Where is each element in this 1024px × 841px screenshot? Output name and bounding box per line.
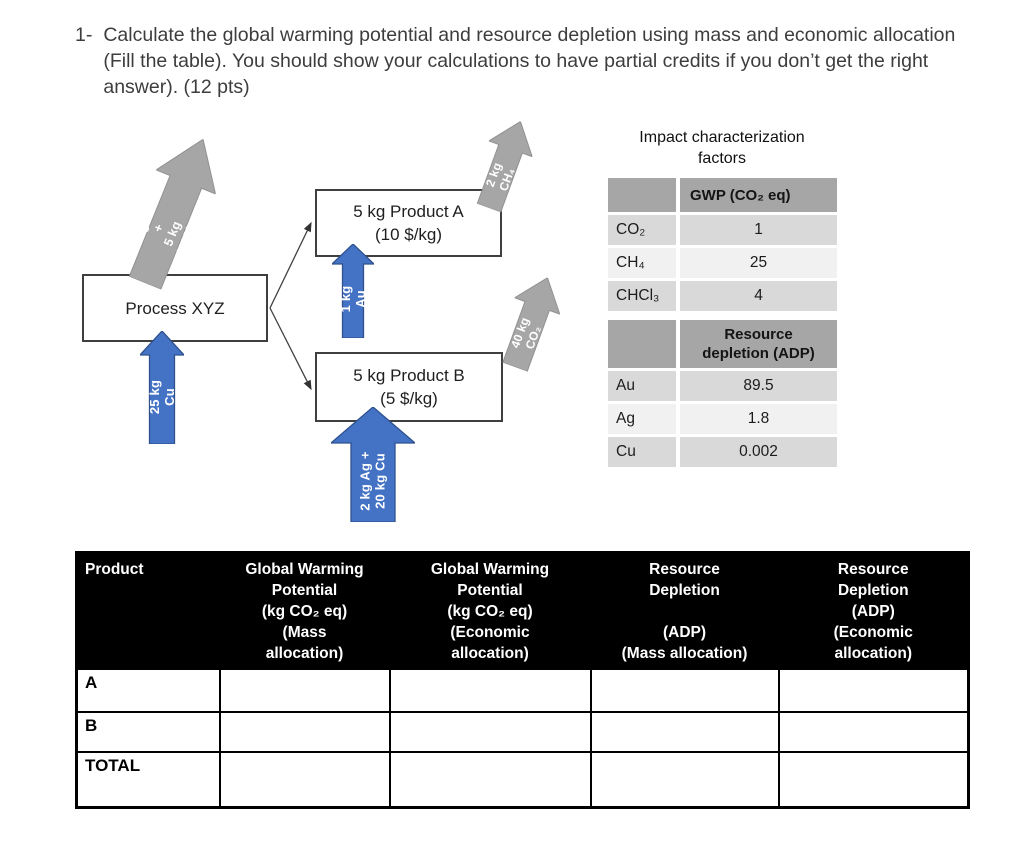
up-arrow-icon bbox=[331, 407, 415, 522]
answer-table-header-row: Product Global Warming Potential (kg CO₂… bbox=[75, 551, 970, 670]
row-label-total: TOTAL bbox=[75, 751, 221, 808]
col-header-gwp-economic: Global Warming Potential (kg CO₂ eq) (Ec… bbox=[388, 551, 592, 670]
answer-cell-a-gwp-mass bbox=[218, 668, 391, 713]
product-b-price: (5 $/kg) bbox=[380, 389, 438, 408]
adp-row-label: Ag bbox=[608, 404, 676, 434]
impact-tables-title: Impact characterization factors bbox=[639, 129, 805, 167]
answer-cell-total-gwp-mass bbox=[218, 751, 391, 808]
process-emissions-arrow: 4 kg CH₄ + 5 kg CHCl₃ bbox=[115, 127, 232, 295]
process-input-arrow: 25 kg Cu bbox=[140, 331, 184, 444]
answer-cell-b-adp-mass bbox=[589, 711, 780, 753]
col-header-adp-mass: Resource Depletion (ADP) (Mass allocatio… bbox=[589, 551, 780, 670]
up-arrow-icon bbox=[502, 276, 561, 373]
adp-row-label: Au bbox=[608, 371, 676, 401]
product-b-box: 5 kg Product B (5 $/kg) bbox=[315, 352, 503, 422]
product-b-name: 5 kg Product B bbox=[353, 366, 465, 385]
answer-table: Product Global Warming Potential (kg CO₂… bbox=[75, 551, 970, 809]
product-b-input-arrow: 2 kg Ag + 20 kg Cu bbox=[331, 407, 415, 522]
connector-lines bbox=[269, 221, 312, 391]
gwp-row-value: 1 bbox=[680, 215, 837, 245]
process-box: Process XYZ bbox=[82, 274, 268, 342]
up-arrow-icon bbox=[476, 120, 533, 213]
col-header-gwp-mass: Global Warming Potential (kg CO₂ eq) (Ma… bbox=[218, 551, 391, 670]
up-arrow-icon bbox=[128, 138, 217, 291]
adp-row-label: Cu bbox=[608, 437, 676, 467]
adp-corner-cell bbox=[608, 320, 676, 368]
question: 1- Calculate the global warming potentia… bbox=[75, 22, 965, 100]
answer-cell-b-adp-economic bbox=[777, 711, 970, 753]
gwp-table: GWP (CO₂ eq) CO₂ 1 CH₄ 25 CHCl₃ 4 bbox=[608, 178, 837, 311]
product-a-price: (10 $/kg) bbox=[374, 225, 443, 244]
product-b-emission-arrow: 40 kg CO₂ bbox=[492, 270, 570, 376]
question-number: 1- bbox=[75, 24, 93, 46]
product-a-box: 5 kg Product A (10 $/kg) bbox=[315, 189, 502, 257]
product-a-name: 5 kg Product A bbox=[353, 202, 464, 221]
col-header-adp-economic: Resource Depletion (ADP) (Economic alloc… bbox=[777, 551, 970, 670]
process-emissions-label: 4 kg CH₄ + 5 kg CHCl₃ bbox=[128, 194, 201, 259]
row-label-a: A bbox=[75, 668, 221, 713]
gwp-row-value: 4 bbox=[680, 281, 837, 311]
gwp-row-label: CH₄ bbox=[608, 248, 676, 278]
process-box-label: Process XYZ bbox=[125, 298, 225, 318]
gwp-header: GWP (CO₂ eq) bbox=[680, 178, 837, 212]
answer-cell-total-adp-mass bbox=[589, 751, 780, 808]
product-a-emission-arrow: 2 kg CH₄ bbox=[467, 114, 542, 216]
answer-cell-total-gwp-economic bbox=[388, 751, 592, 808]
product-a-emission-label: 2 kg CH₄ bbox=[482, 160, 518, 193]
answer-cell-b-gwp-economic bbox=[388, 711, 592, 753]
product-a-input-label: 1 kg Au bbox=[338, 285, 368, 313]
answer-row-total: TOTAL bbox=[75, 751, 970, 808]
answer-cell-a-adp-economic bbox=[777, 668, 970, 713]
product-a-input-arrow: 1 kg Au bbox=[332, 244, 374, 338]
answer-cell-a-gwp-economic bbox=[388, 668, 592, 713]
product-b-emission-label: 40 kg CO₂ bbox=[508, 314, 545, 351]
answer-row-b: B bbox=[75, 711, 970, 753]
row-label-b: B bbox=[75, 711, 221, 753]
gwp-row-label: CHCl₃ bbox=[608, 281, 676, 311]
question-text: Calculate the global warming potential a… bbox=[103, 24, 956, 98]
answer-cell-a-adp-mass bbox=[589, 668, 780, 713]
answer-row-a: A bbox=[75, 668, 970, 713]
adp-header: Resource depletion (ADP) bbox=[680, 320, 837, 368]
adp-row-value: 1.8 bbox=[680, 404, 837, 434]
gwp-corner-cell bbox=[608, 178, 676, 212]
gwp-row-label: CO₂ bbox=[608, 215, 676, 245]
process-input-label: 25 kg Cu bbox=[147, 379, 177, 415]
col-header-product: Product bbox=[75, 551, 221, 670]
answer-cell-total-adp-economic bbox=[777, 751, 970, 808]
answer-cell-b-gwp-mass bbox=[218, 711, 391, 753]
up-arrow-icon bbox=[332, 244, 374, 338]
gwp-row-value: 25 bbox=[680, 248, 837, 278]
adp-row-value: 89.5 bbox=[680, 371, 837, 401]
adp-table: Resource depletion (ADP) Au 89.5 Ag 1.8 … bbox=[608, 320, 837, 467]
adp-row-value: 0.002 bbox=[680, 437, 837, 467]
up-arrow-icon bbox=[140, 331, 184, 444]
product-b-input-label: 2 kg Ag + 20 kg Cu bbox=[357, 450, 388, 511]
